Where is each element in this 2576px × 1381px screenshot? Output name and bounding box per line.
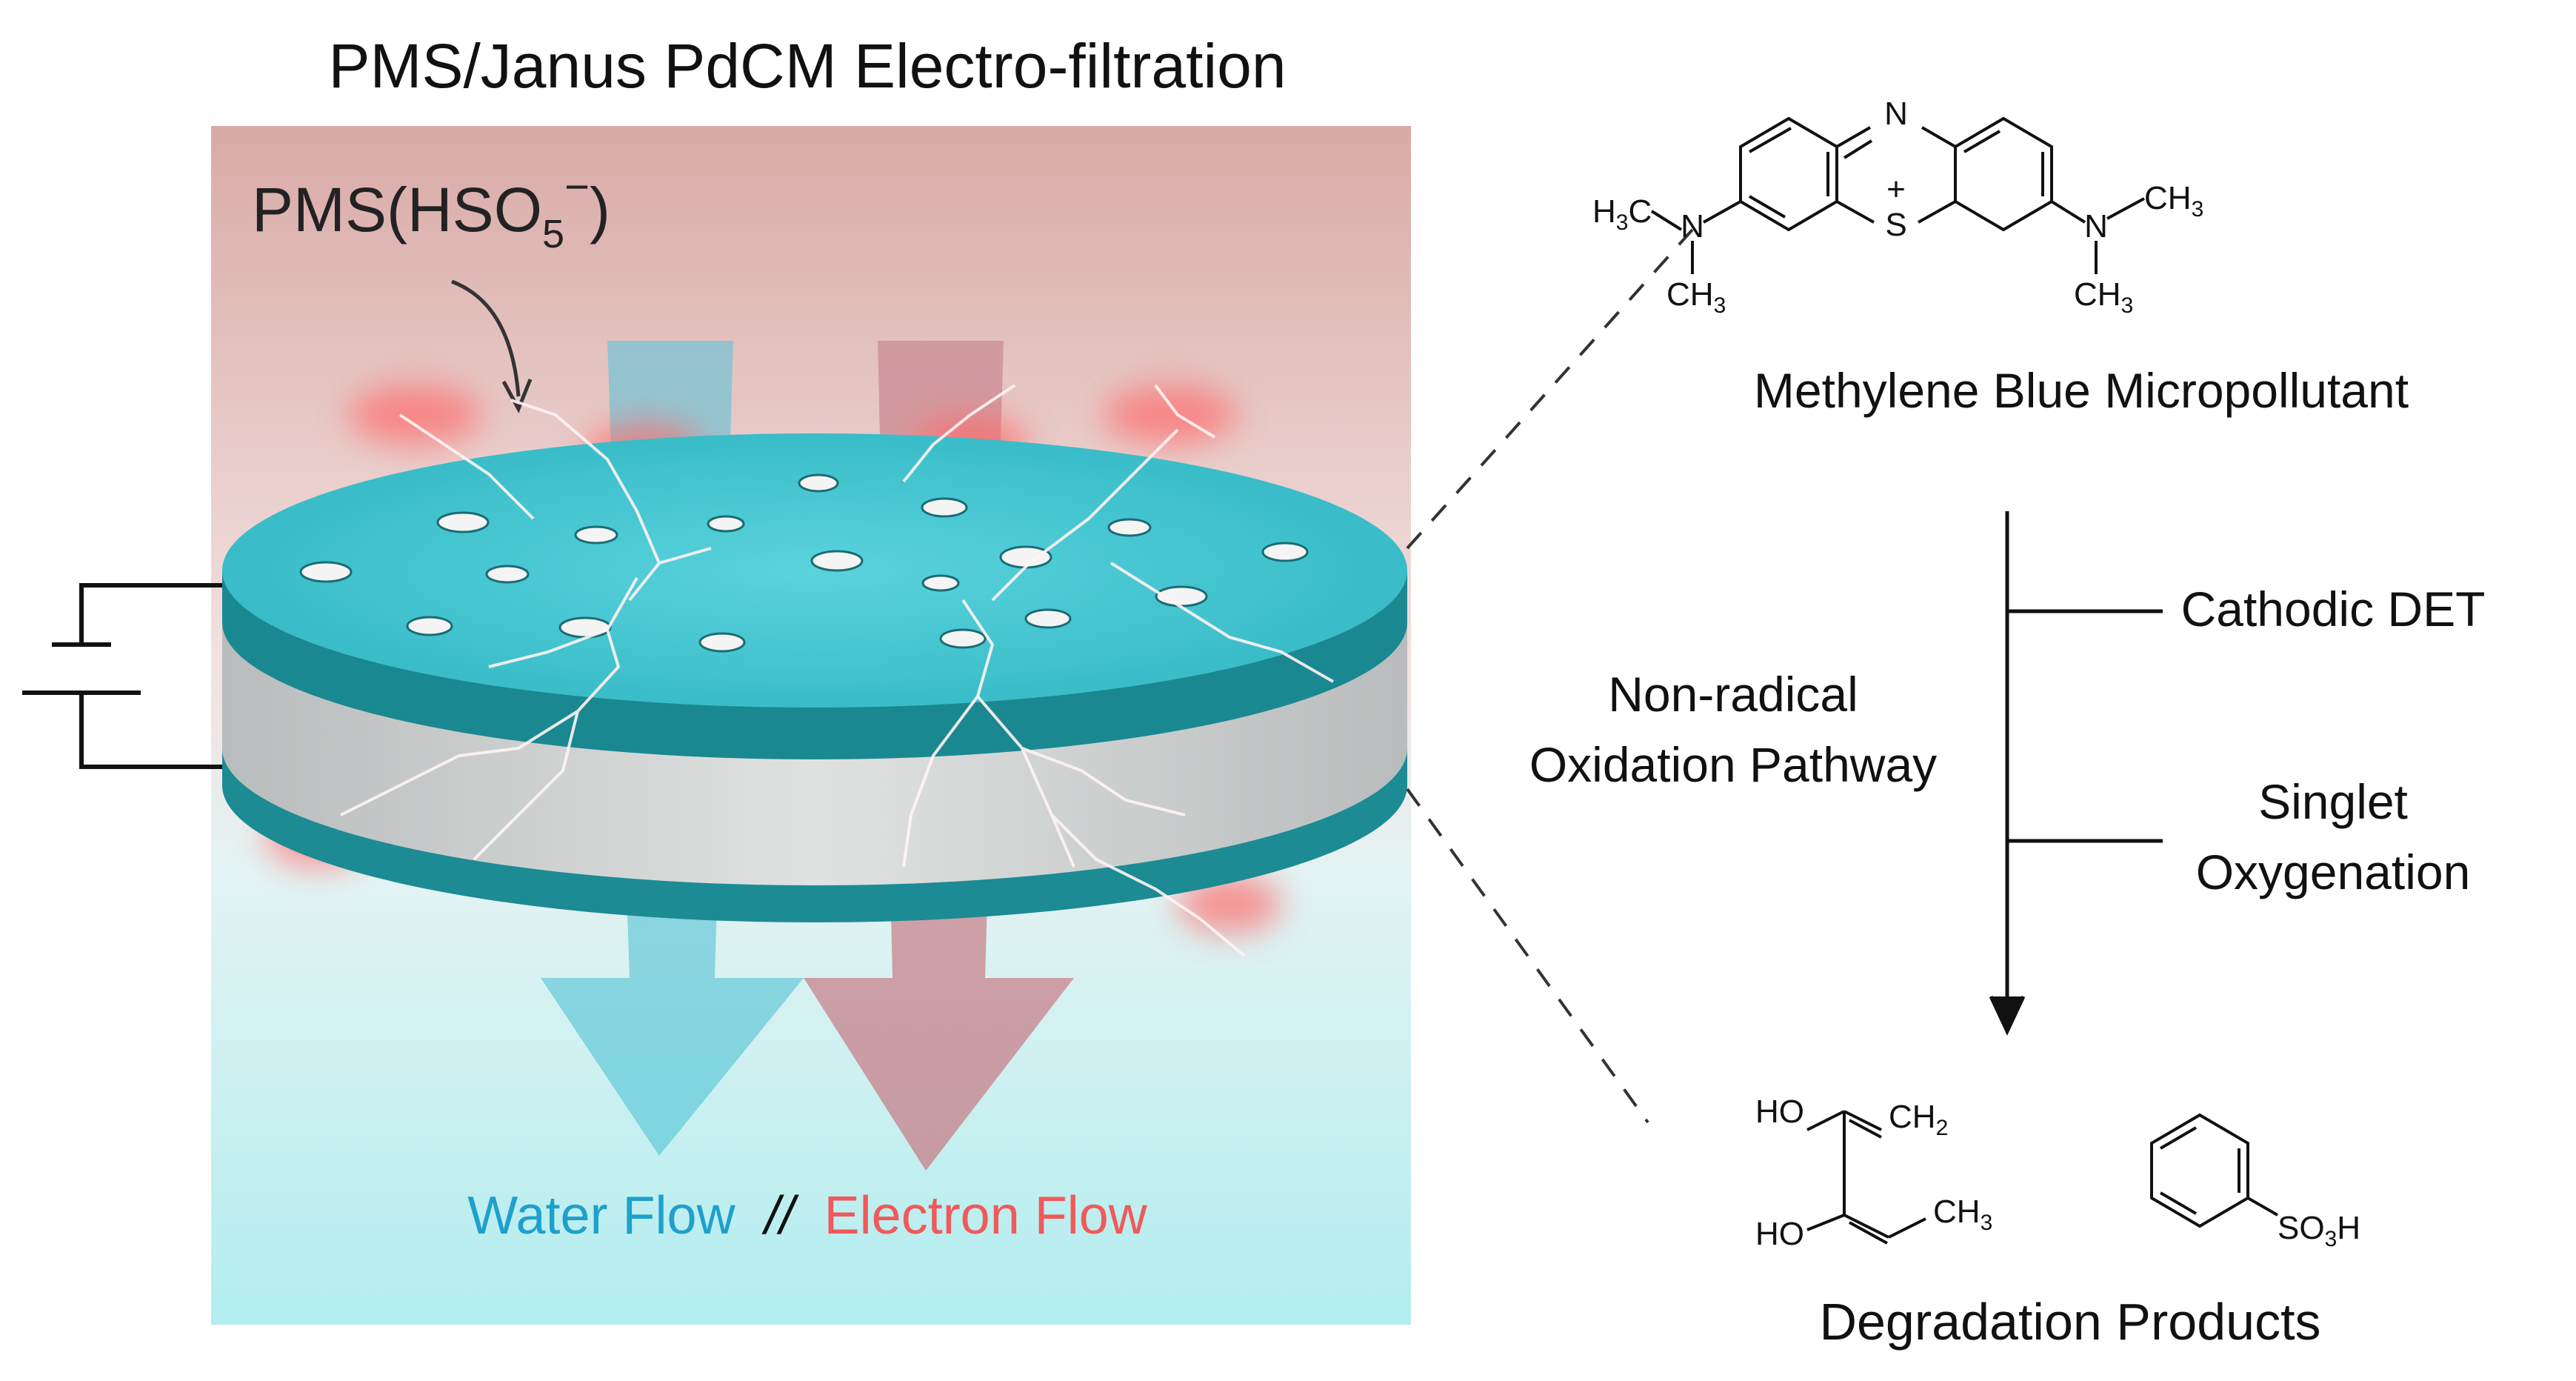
positive-charge: + (1886, 171, 1906, 207)
products-label: Degradation Products (1819, 1293, 2320, 1351)
pathway-label-line2: Oxidation Pathway (1529, 737, 1937, 792)
pms-label-close: ) (590, 175, 610, 244)
reactant-name: Methylene Blue Micropollutant (1754, 363, 2409, 418)
zoom-dashed-line-top (1406, 228, 1694, 550)
water-flow-label: Water Flow (467, 1186, 735, 1245)
left-ch3-group: CH3 (1666, 276, 1726, 318)
zoom-dashed-line-bottom (1406, 788, 1649, 1124)
electron-flow-label: Electron Flow (824, 1186, 1148, 1245)
pms-label: PMS(HSO5−) (252, 163, 610, 256)
right-amine-nitrogen: N (2084, 208, 2108, 244)
pms-label-subscript: 5 (542, 212, 564, 256)
electric-discharge-lines (340, 384, 1334, 957)
branch-cathodic-det: Cathodic DET (2181, 582, 2486, 636)
left-h3c-group: H3C (1592, 193, 1652, 235)
ring-sulfur: S (1885, 207, 1906, 243)
diol-ch2: CH2 (1889, 1099, 1948, 1140)
pathway-label-line1: Non-radical (1608, 667, 1858, 722)
diol-ho-top: HO (1755, 1094, 1804, 1130)
pms-label-superscript: − (564, 163, 590, 211)
methylene-blue-atom-labels: N S + H3C N CH3 N CH3 CH3 (1592, 96, 2203, 318)
panel-title: PMS/Janus PdCM Electro-filtration (328, 31, 1286, 101)
pms-pointer-arrowhead (501, 379, 533, 413)
membrane-pores (299, 473, 1309, 653)
right-ch3-bottom-group: CH3 (2074, 276, 2133, 318)
pms-label-main: PMS(HSO (252, 175, 542, 244)
methylene-blue-structure (1650, 116, 2145, 274)
branch-singlet-line1: Singlet (2258, 774, 2408, 829)
flow-separator: // (761, 1186, 800, 1245)
pathway-arrow (1989, 511, 2163, 1036)
product-benzenesulfonic-structure (2150, 1113, 2278, 1228)
branch-singlet-line2: Oxygenation (2196, 845, 2471, 899)
flow-legend: Water Flow // Electron Flow (467, 1186, 1148, 1245)
right-ch3-top-group: CH3 (2144, 180, 2203, 222)
left-amine-nitrogen: N (1681, 208, 1704, 244)
diol-ho-bottom: HO (1755, 1216, 1804, 1252)
ring-nitrogen: N (1884, 96, 1908, 132)
product-diol-labels: HO CH2 HO CH3 (1755, 1094, 1992, 1252)
so3h-group: SO3H (2278, 1210, 2360, 1251)
pms-pointer-arrow (451, 279, 521, 397)
diol-ch3: CH3 (1933, 1194, 1992, 1235)
membrane-disk (222, 433, 1407, 922)
power-supply-circuit (22, 583, 222, 769)
product-diol-structure (1806, 1110, 1926, 1245)
